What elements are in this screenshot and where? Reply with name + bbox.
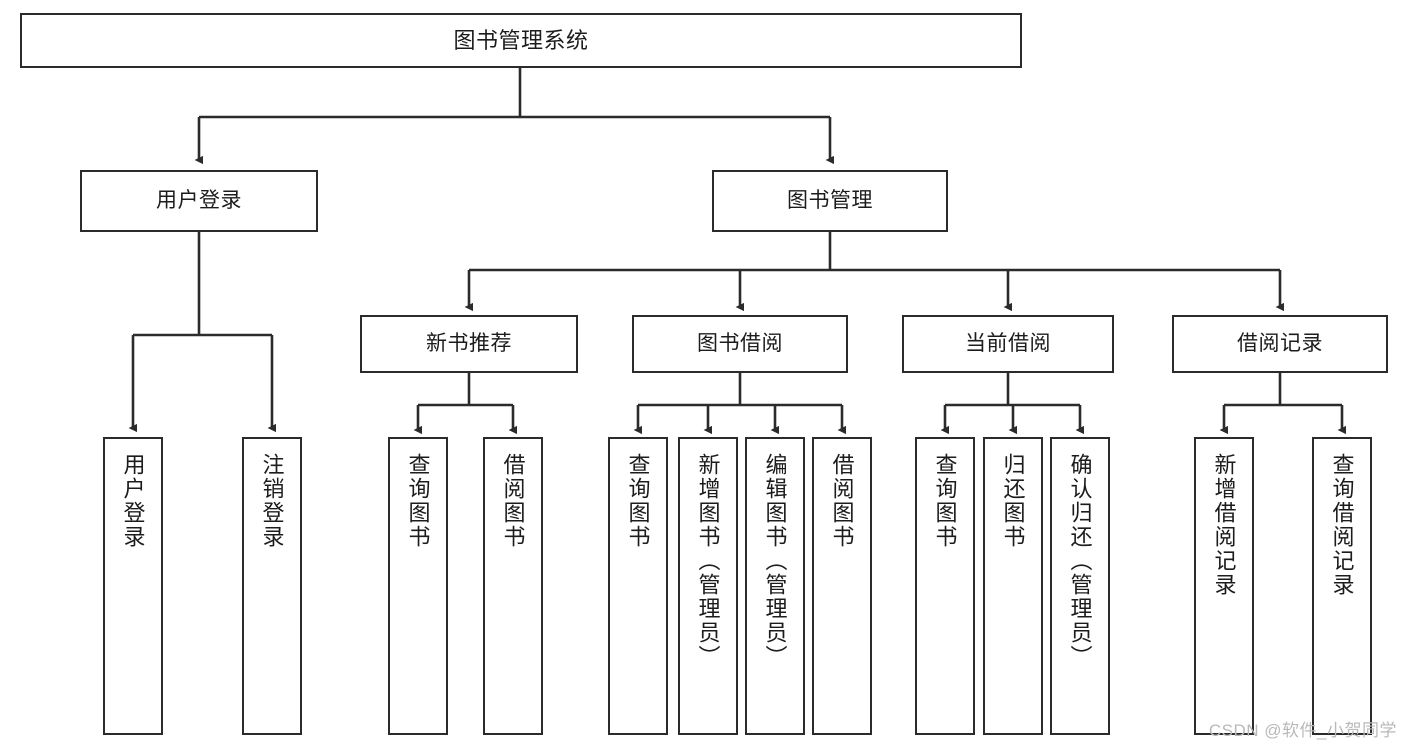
leaf-borrow-book-recommend[interactable]: 借阅图书 bbox=[483, 437, 543, 735]
leaf-confirm-return-admin[interactable]: 确认归还（管理员） bbox=[1050, 437, 1110, 735]
node-label: 编辑图书（管理员） bbox=[762, 453, 788, 669]
node-label: 查询图书 bbox=[625, 453, 651, 549]
node-label: 查询借阅记录 bbox=[1329, 453, 1355, 597]
node-book-management[interactable]: 图书管理 bbox=[712, 170, 948, 232]
node-label: 新书推荐 bbox=[426, 331, 512, 355]
node-label: 确认归还（管理员） bbox=[1067, 453, 1093, 669]
node-label: 注销登录 bbox=[259, 453, 285, 549]
node-user-login[interactable]: 用户登录 bbox=[80, 170, 318, 232]
node-root-book-management-system[interactable]: 图书管理系统 bbox=[20, 13, 1022, 68]
node-new-book-recommend[interactable]: 新书推荐 bbox=[360, 315, 578, 373]
node-label: 图书管理 bbox=[787, 188, 873, 212]
leaf-return-book[interactable]: 归还图书 bbox=[983, 437, 1043, 735]
node-label: 图书管理系统 bbox=[453, 27, 589, 53]
csdn-watermark: CSDN @软件_小贺同学 bbox=[1208, 721, 1397, 740]
node-label: 查询图书 bbox=[932, 453, 958, 549]
leaf-user-login[interactable]: 用户登录 bbox=[103, 437, 163, 735]
node-label: 查询图书 bbox=[405, 453, 431, 549]
node-label: 借阅记录 bbox=[1237, 331, 1323, 355]
node-label: 借阅图书 bbox=[829, 453, 855, 549]
node-label: 新增图书（管理员） bbox=[695, 453, 721, 669]
leaf-borrow-book[interactable]: 借阅图书 bbox=[812, 437, 872, 735]
leaf-user-logout[interactable]: 注销登录 bbox=[242, 437, 302, 735]
node-label: 当前借阅 bbox=[965, 331, 1051, 355]
node-label: 归还图书 bbox=[1000, 453, 1026, 549]
leaf-query-book-borrow[interactable]: 查询图书 bbox=[608, 437, 668, 735]
leaf-add-book-admin[interactable]: 新增图书（管理员） bbox=[678, 437, 738, 735]
node-label: 图书借阅 bbox=[697, 331, 783, 355]
node-label: 新增借阅记录 bbox=[1211, 453, 1237, 597]
leaf-query-book-recommend[interactable]: 查询图书 bbox=[388, 437, 448, 735]
leaf-query-book-current[interactable]: 查询图书 bbox=[915, 437, 975, 735]
node-borrow-record[interactable]: 借阅记录 bbox=[1172, 315, 1388, 373]
node-book-borrow[interactable]: 图书借阅 bbox=[632, 315, 848, 373]
leaf-query-borrow-record[interactable]: 查询借阅记录 bbox=[1312, 437, 1372, 735]
leaf-edit-book-admin[interactable]: 编辑图书（管理员） bbox=[745, 437, 805, 735]
node-label: 用户登录 bbox=[156, 188, 242, 212]
node-label: 借阅图书 bbox=[500, 453, 526, 549]
node-current-borrow[interactable]: 当前借阅 bbox=[902, 315, 1114, 373]
node-label: 用户登录 bbox=[120, 453, 146, 549]
leaf-add-borrow-record[interactable]: 新增借阅记录 bbox=[1194, 437, 1254, 735]
